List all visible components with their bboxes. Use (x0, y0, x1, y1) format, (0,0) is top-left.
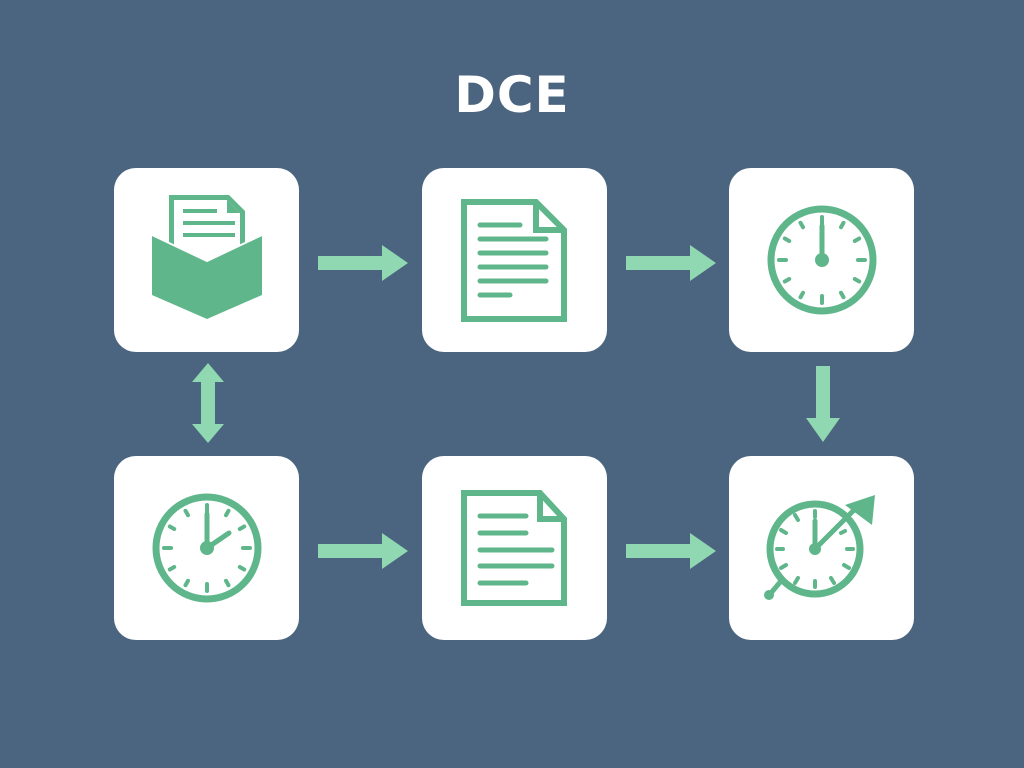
arrow-n2-to-n3 (626, 245, 716, 281)
node-clock-1 (729, 168, 914, 352)
clock-12-icon (767, 205, 876, 315)
open-book-document-icon (151, 195, 262, 319)
clock-with-arrow-icon (763, 495, 875, 600)
node-document-2 (422, 456, 607, 640)
arrow-n1-to-n2 (318, 245, 408, 281)
node-clock-2 (114, 456, 299, 640)
node-open-book (114, 168, 299, 352)
node-document-1 (422, 168, 607, 352)
node-clock-arrow (729, 456, 914, 640)
document-icon (460, 490, 567, 606)
arrow-n4-to-n5 (318, 533, 408, 569)
arrow-n5-to-n6 (626, 533, 716, 569)
arrow-n1-n4-bidirectional (192, 363, 224, 443)
clock-2-icon (152, 493, 261, 603)
diagram-title: DCE (454, 66, 570, 124)
document-icon (460, 198, 567, 322)
arrow-n3-to-n6 (806, 366, 840, 442)
